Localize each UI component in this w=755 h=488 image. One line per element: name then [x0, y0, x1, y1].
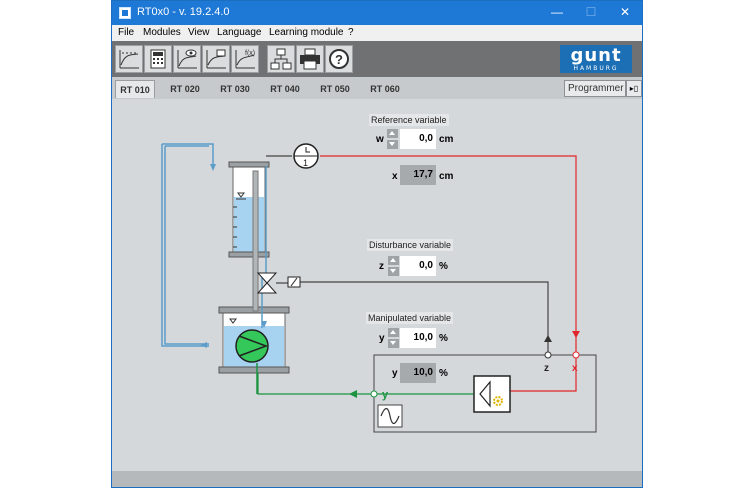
tab-rt-020[interactable]: RT 020 — [170, 84, 200, 94]
function-plot-icon: f(x) — [235, 50, 255, 69]
y-spinner[interactable] — [388, 328, 399, 348]
y-junction — [370, 390, 378, 398]
x-label: x — [392, 171, 398, 182]
help-icon: ? — [329, 49, 349, 69]
logo-subtext: HAMBURG — [573, 65, 619, 72]
z-input[interactable]: 0,0 — [400, 256, 436, 276]
y-arrow — [349, 390, 357, 398]
window-title: RT0x0 - v. 19.2.4.0 — [137, 6, 230, 18]
x-arrow — [572, 331, 580, 338]
z-label: z — [379, 261, 384, 272]
menu-bar: File Modules View Language Learning modu… — [112, 25, 642, 41]
y-unit: % — [439, 333, 448, 344]
svg-text:f(x): f(x) — [245, 50, 255, 57]
z-down-arrow-icon[interactable] — [388, 267, 399, 276]
y-up-arrow-icon[interactable] — [388, 328, 399, 337]
printer-icon — [300, 48, 320, 70]
function-plot-button[interactable]: f(x) — [231, 45, 259, 73]
z-junction — [544, 351, 552, 359]
tab-rt-050[interactable]: RT 050 — [320, 84, 350, 94]
z-tag: z — [544, 363, 549, 374]
pump[interactable] — [235, 329, 269, 363]
step-response-button[interactable] — [115, 45, 143, 73]
y-output-label: y — [392, 368, 398, 379]
network-icon — [270, 48, 292, 70]
view-eye-icon — [177, 49, 197, 69]
y-down-arrow-icon[interactable] — [388, 339, 399, 348]
x-junction — [572, 351, 580, 359]
tab-rt-010[interactable]: RT 010 — [115, 80, 155, 98]
process-diagram: 1 z x y — [161, 143, 597, 433]
network-button[interactable] — [267, 45, 295, 73]
manipulated-variable-title: Manipulated variable — [366, 312, 454, 324]
logo-text: gunt — [570, 45, 622, 66]
controller-diagram-button[interactable] — [202, 45, 230, 73]
menu-modules[interactable]: Modules — [143, 27, 181, 38]
help-button[interactable]: ? — [325, 45, 353, 73]
module-tabs: RT 010 RT 020 RT 030 RT 040 RT 050 RT 06… — [112, 77, 642, 99]
view-button[interactable] — [173, 45, 201, 73]
z-spinner[interactable] — [388, 256, 399, 276]
toolbar: f(x) ? gunt HAMBURG — [112, 41, 642, 77]
tab-rt-060[interactable]: RT 060 — [370, 84, 400, 94]
upper-tank-water — [234, 197, 264, 253]
menu-view[interactable]: View — [188, 27, 210, 38]
menu-language[interactable]: Language — [217, 27, 262, 38]
disturbance-signal-line — [298, 281, 549, 355]
y-tag: y — [382, 389, 389, 401]
svg-text:?: ? — [335, 52, 343, 67]
y-output-unit: % — [439, 368, 448, 379]
maximize-button[interactable]: ☐ — [585, 5, 597, 19]
print-button[interactable] — [296, 45, 324, 73]
w-label: w — [376, 134, 384, 145]
w-spinner[interactable] — [387, 129, 398, 149]
control-valve[interactable] — [256, 272, 301, 294]
status-bar — [112, 471, 642, 487]
disturbance-variable-title: Disturbance variable — [367, 239, 454, 251]
tab-rt-040[interactable]: RT 040 — [270, 84, 300, 94]
x-tag: x — [572, 363, 578, 374]
menu-file[interactable]: File — [118, 27, 135, 38]
tab-rt-030[interactable]: RT 030 — [220, 84, 250, 94]
w-unit: cm — [439, 134, 454, 145]
programmer-button[interactable]: Programmer — [564, 80, 626, 97]
menu-help[interactable]: ? — [348, 27, 354, 38]
z-unit: % — [439, 261, 448, 272]
title-bar: RT0x0 - v. 19.2.4.0 — ☐ ✕ — [112, 1, 642, 25]
close-button[interactable]: ✕ — [619, 5, 631, 19]
timer-label: 1 — [303, 158, 308, 168]
w-input[interactable]: 0,0 — [400, 129, 436, 149]
gunt-logo: gunt HAMBURG — [560, 45, 632, 73]
x-unit: cm — [439, 171, 454, 182]
app-window: RT0x0 - v. 19.2.4.0 — ☐ ✕ File Modules V… — [111, 0, 643, 488]
minimize-button[interactable]: — — [551, 5, 563, 19]
menu-learning-module[interactable]: Learning module — [269, 27, 344, 38]
controller-diagram-icon — [206, 49, 226, 69]
z-up-arrow-icon[interactable] — [388, 256, 399, 265]
y-output-value: 10,0 — [400, 363, 436, 383]
calculator-icon — [150, 49, 166, 69]
calculator-button[interactable] — [144, 45, 172, 73]
w-up-arrow-icon[interactable] — [387, 129, 398, 138]
x-value: 17,7 — [400, 165, 436, 185]
z-arrow — [544, 335, 552, 342]
y-input[interactable]: 10,0 — [400, 328, 436, 348]
panel-toggle-button[interactable]: ▸▯ — [626, 80, 642, 97]
w-down-arrow-icon[interactable] — [387, 140, 398, 149]
app-icon — [119, 7, 131, 19]
gear-icon — [493, 396, 503, 406]
y-label: y — [379, 333, 385, 344]
step-response-icon — [119, 50, 139, 69]
reference-variable-title: Reference variable — [369, 114, 449, 126]
measurement-signal-line — [320, 155, 577, 392]
sine-wave-icon — [380, 407, 400, 425]
